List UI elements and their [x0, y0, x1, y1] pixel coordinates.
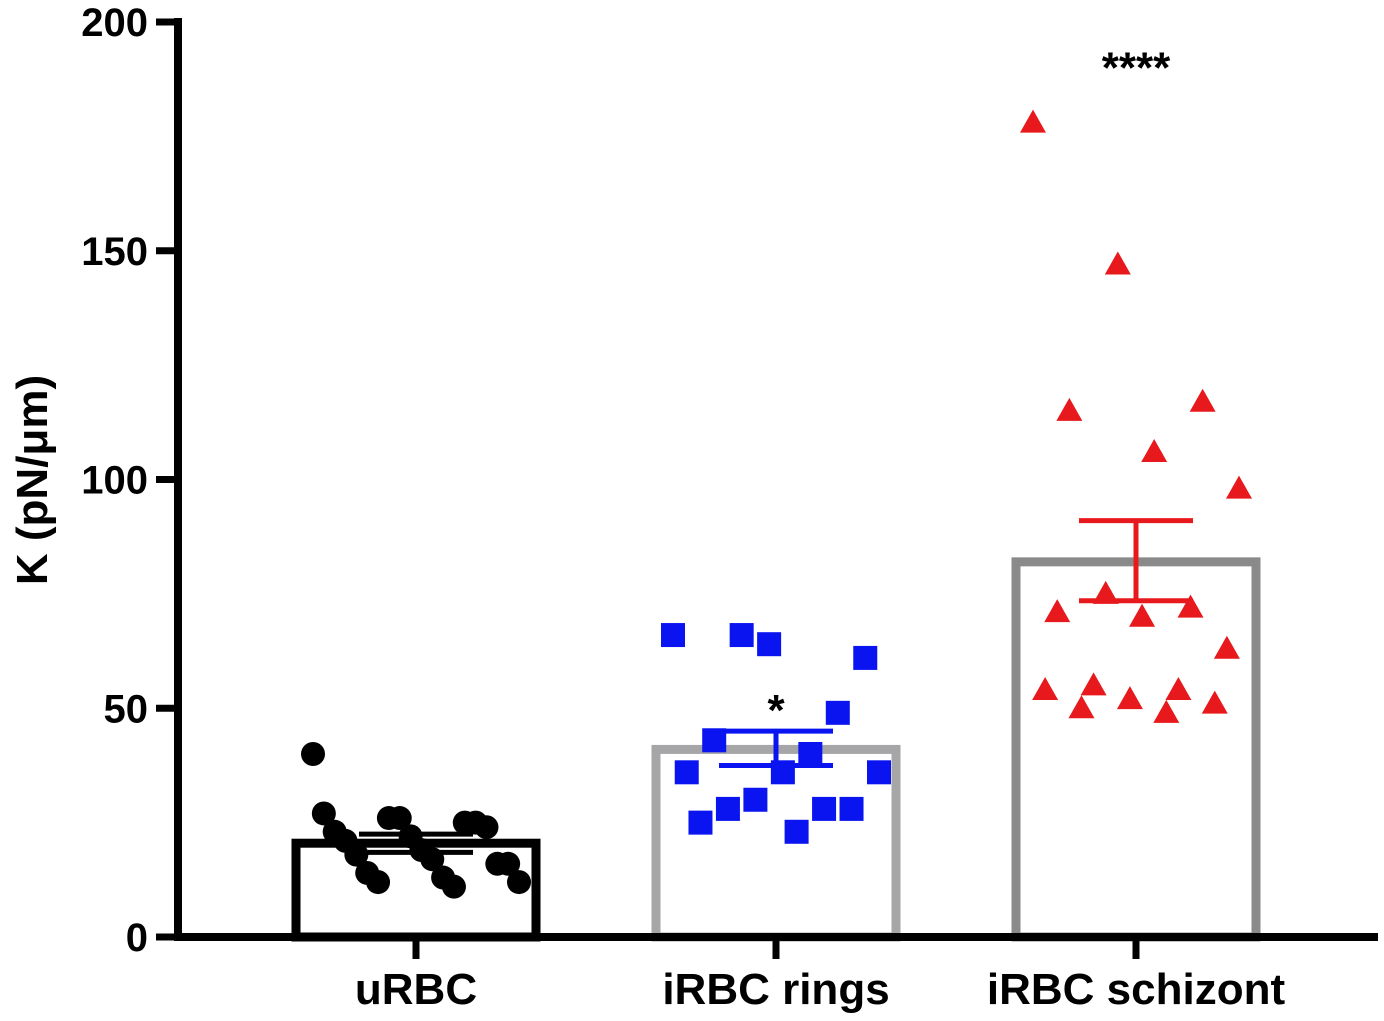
- point-irbc-schizont: [1020, 109, 1046, 133]
- point-urbc: [507, 870, 531, 895]
- point-irbc-schizont: [1226, 475, 1252, 499]
- point-irbc-schizont: [1092, 580, 1119, 604]
- category-label-irbc-schizont: iRBC schizont: [987, 965, 1286, 1014]
- point-irbc-rings: [825, 700, 850, 725]
- point-irbc-rings: [867, 760, 891, 785]
- y-tick-label: 0: [126, 916, 148, 960]
- point-urbc: [387, 806, 412, 831]
- point-irbc-schizont: [1080, 672, 1107, 696]
- point-irbc-rings: [674, 760, 699, 785]
- point-irbc-schizont: [1056, 397, 1083, 421]
- point-irbc-schizont: [1201, 690, 1228, 714]
- point-irbc-rings: [743, 787, 768, 812]
- point-irbc-rings: [798, 742, 823, 766]
- point-irbc-rings: [757, 632, 782, 657]
- y-axis-title: K (pN/μm): [8, 375, 57, 585]
- point-irbc-schizont: [1032, 676, 1059, 700]
- error-bars-layer: [359, 518, 1193, 855]
- point-irbc-schizont: [1177, 594, 1204, 618]
- category-label-irbc-rings: iRBC rings: [662, 965, 889, 1014]
- significance-irbc-rings: *: [767, 686, 785, 735]
- point-irbc-rings: [839, 796, 864, 821]
- y-tick-label: 150: [81, 230, 148, 274]
- point-urbc: [301, 742, 325, 766]
- point-urbc: [366, 870, 391, 895]
- point-urbc: [474, 815, 499, 840]
- point-urbc: [496, 851, 521, 876]
- point-irbc-schizont: [1129, 603, 1156, 627]
- point-irbc-schizont: [1141, 439, 1168, 463]
- point-irbc-rings: [715, 796, 740, 821]
- point-irbc-rings: [729, 623, 754, 648]
- significance-irbc-schizont: ****: [1102, 44, 1171, 93]
- y-tick-label: 50: [104, 687, 149, 731]
- point-urbc: [441, 874, 466, 899]
- point-irbc-rings: [661, 623, 685, 648]
- point-irbc-schizont: [1116, 686, 1143, 710]
- labels-layer: uRBC iRBC rings * iRBC schizont **** 0 50 100 15…: [81, 1, 1285, 1014]
- point-irbc-schizont: [1044, 599, 1071, 623]
- category-label-urbc: uRBC: [355, 965, 477, 1014]
- point-irbc-schizont: [1068, 695, 1095, 719]
- point-irbc-schizont: [1213, 635, 1240, 659]
- point-irbc-schizont: [1153, 699, 1180, 723]
- point-irbc-rings: [853, 645, 878, 670]
- point-irbc-schizont: [1104, 251, 1131, 275]
- point-urbc: [344, 842, 369, 867]
- point-irbc-rings: [784, 819, 809, 844]
- axes-layer: [156, 18, 1378, 959]
- points-layer: [301, 109, 1252, 899]
- point-irbc-schizont: [1165, 676, 1192, 700]
- point-urbc: [311, 801, 336, 826]
- y-tick-label: 200: [81, 1, 148, 45]
- point-irbc-rings: [812, 796, 837, 821]
- point-irbc-schizont: [1189, 388, 1216, 412]
- y-tick-label: 100: [81, 459, 148, 503]
- point-irbc-rings: [688, 810, 713, 835]
